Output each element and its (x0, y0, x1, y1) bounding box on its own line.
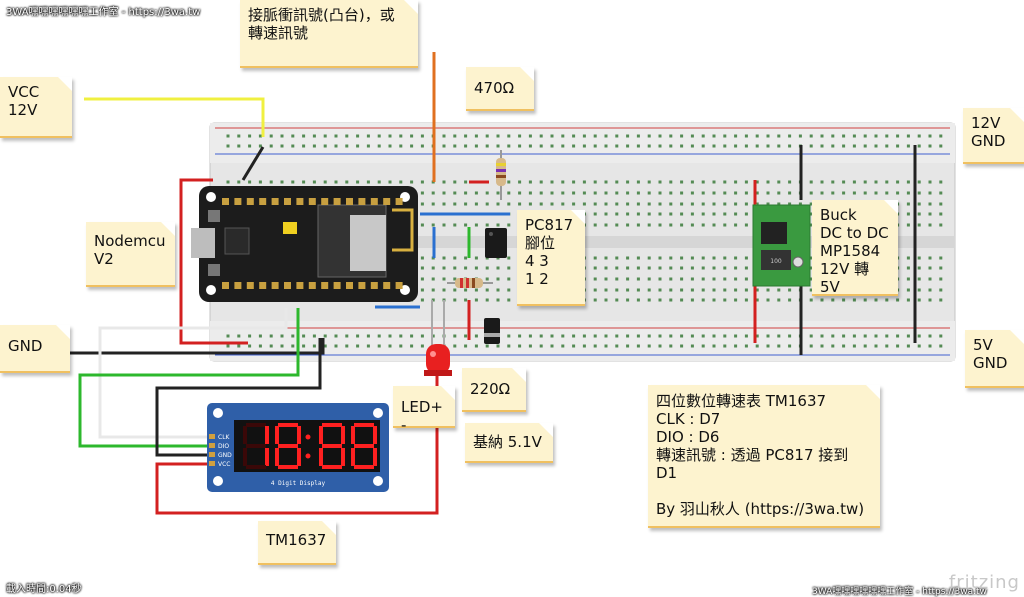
note-zener: 基納 5.1V (465, 423, 553, 463)
zener-diode (484, 318, 500, 344)
note-r470-text: 470Ω (474, 79, 515, 97)
wire-yellow-vcc (84, 97, 265, 137)
note-zener-text: 基納 5.1V (473, 433, 542, 451)
note-12v-gnd: 12V GND (963, 108, 1024, 164)
display-pin-label: DIO (218, 443, 229, 450)
wire-green (78, 308, 300, 448)
resistor-470 (496, 150, 506, 200)
wire-red-display-2 (155, 362, 439, 515)
watermark-bottom-left: 載入時間:0.04秒 (6, 584, 82, 595)
note-5v-gnd-text: 5V GND (973, 336, 1008, 372)
note-nodemcu: Nodemcu V2 (86, 222, 175, 287)
note-gnd-left: GND (0, 325, 70, 373)
note-fold (58, 77, 72, 91)
note-pc817: PC817 腳位 4 3 1 2 (517, 210, 585, 306)
note-fold (1010, 108, 1024, 122)
wire-white (98, 308, 288, 439)
note-fold (404, 0, 418, 14)
display-caption: 4 Digit Display (271, 480, 326, 487)
wire-black-gnd (68, 338, 325, 355)
display-pin-label: VCC (218, 461, 230, 468)
watermark-bottom-right: 3WA嘿嘿嘿嘿嘿嘿工作室 - https://3wa.tw (812, 587, 987, 597)
display-pin-label: CLK (218, 434, 231, 441)
note-r220-text: 220Ω (470, 380, 511, 398)
note-fold (1010, 330, 1024, 344)
note-gnd-left-text: GND (8, 337, 43, 355)
svg-text:100: 100 (770, 258, 782, 265)
resistor-220 (447, 278, 493, 288)
note-vcc-12v: VCC 12V (0, 77, 72, 138)
note-pulse-signal: 接脈衝訊號(凸台)，或 轉速訊號 (240, 0, 418, 68)
tm1637-display: CLK DIO GND VCC 4 Digit Display (207, 403, 389, 492)
note-tm1637-text: TM1637 (266, 531, 327, 549)
nodemcu-pin-headers (222, 198, 403, 289)
note-led-text: LED+ - (401, 398, 443, 434)
note-nodemcu-text: Nodemcu V2 (94, 232, 166, 268)
note-fold (56, 325, 70, 339)
note-gnd-top-text: 12V GND (971, 114, 1006, 150)
note-fold (884, 200, 898, 214)
note-resistor-220: 220Ω (462, 368, 526, 412)
display-pin-label: GND (218, 452, 232, 459)
note-fold (520, 67, 534, 81)
note-info: 四位數位轉速表 TM1637 CLK : D7 DIO : D6 轉速訊號 : … (648, 385, 880, 528)
led-red (424, 300, 452, 376)
wires (68, 52, 917, 515)
display-pin-labels: CLK DIO GND VCC (209, 434, 232, 468)
note-led: LED+ - (393, 386, 455, 434)
note-buck: Buck DC to DC MP1584 12V 轉 5V (812, 200, 898, 296)
note-info-text: 四位數位轉速表 TM1637 CLK : D7 DIO : D6 轉速訊號 : … (656, 392, 865, 518)
seven-segment-digits (243, 423, 377, 469)
note-vcc-text: VCC 12V (8, 83, 40, 119)
note-fold (539, 423, 553, 437)
note-fold (161, 222, 175, 236)
watermark-top-left: 3WA嘿嘿嘿嘿嘿嘿工作室 - https://3wa.tw (6, 7, 201, 18)
wire-red-nodemcu (179, 178, 248, 345)
note-tm1637: TM1637 (258, 521, 336, 565)
note-fold (441, 386, 455, 400)
note-fold (571, 210, 585, 224)
note-fold (322, 521, 336, 535)
wire-black-nodemcu (241, 146, 265, 181)
note-pulse-text: 接脈衝訊號(凸台)，或 轉速訊號 (248, 6, 395, 42)
buck-converter: 100 (752, 204, 811, 287)
note-fold (866, 385, 880, 399)
note-fold (512, 368, 526, 382)
nodemcu-board (191, 186, 418, 302)
note-buck-text: Buck DC to DC MP1584 12V 轉 5V (820, 206, 889, 296)
wire-black-display (155, 338, 322, 457)
note-resistor-470: 470Ω (466, 67, 534, 111)
note-pc817-text: PC817 腳位 4 3 1 2 (525, 216, 574, 288)
pc817-chip (485, 228, 507, 258)
fritzing-logo: fritzing (948, 572, 1020, 593)
note-5v-gnd: 5V GND (965, 330, 1024, 388)
